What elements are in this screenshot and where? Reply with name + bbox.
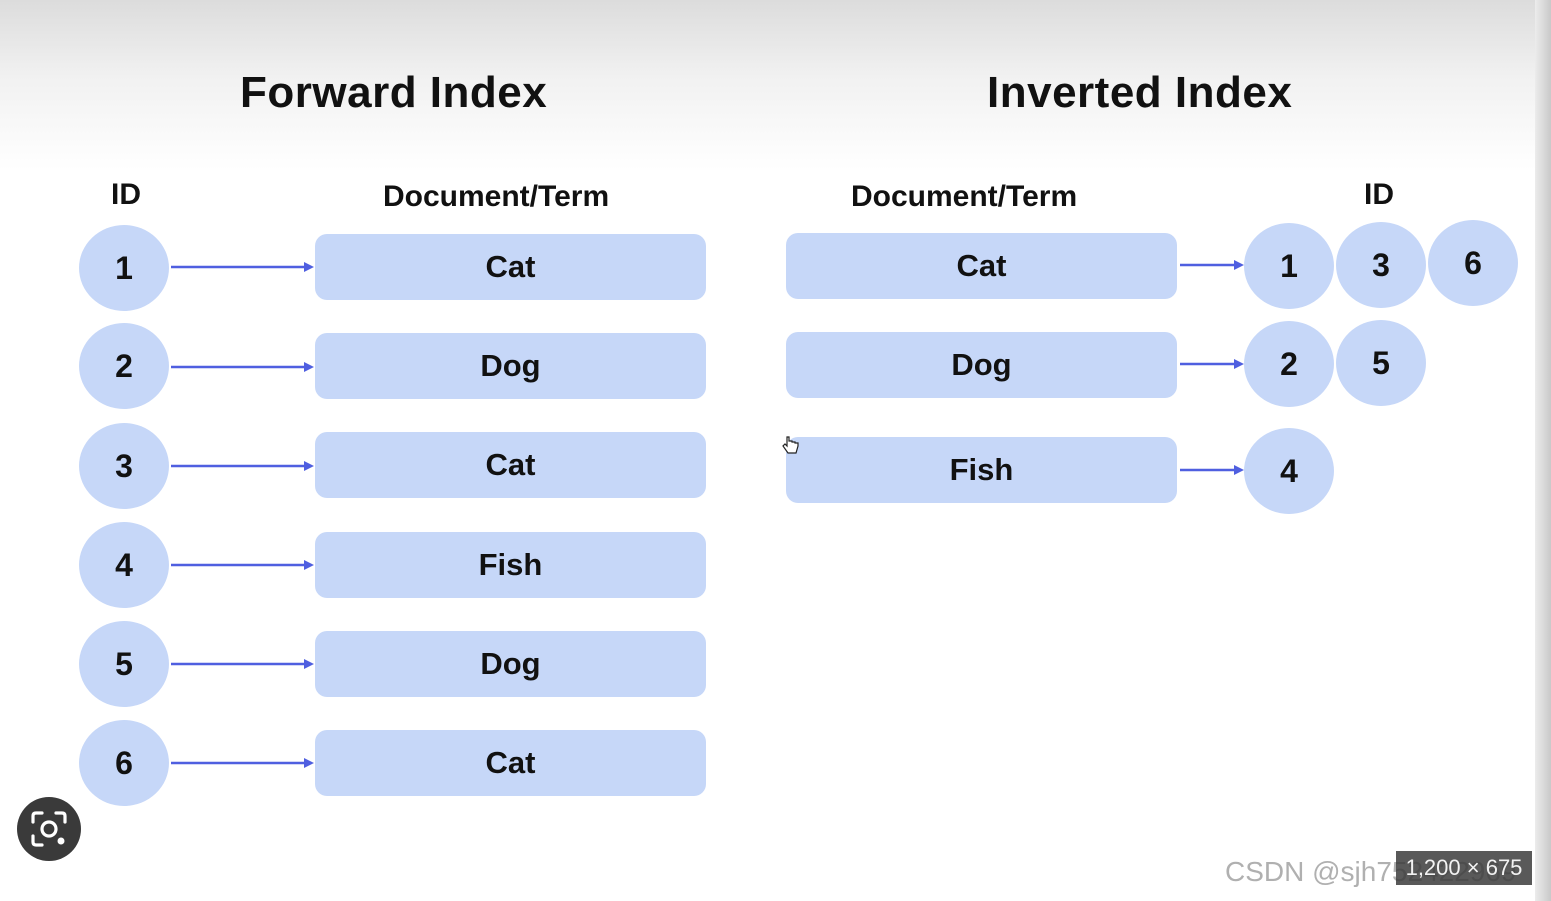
inverted-id-node: 3	[1336, 222, 1426, 308]
forward-term-node: Dog	[315, 333, 706, 399]
forward-id-node: 4	[79, 522, 169, 608]
forward-term-node: Cat	[315, 730, 706, 796]
forward-term-node: Cat	[315, 234, 706, 300]
inverted-id-node: 1	[1244, 223, 1334, 309]
inverted-id-node: 5	[1336, 320, 1426, 406]
forward-id-node: 2	[79, 323, 169, 409]
image-size-badge: 1,200 × 675	[1396, 851, 1532, 885]
arrow-icon	[1180, 464, 1244, 476]
inverted-term-node: Fish	[786, 437, 1177, 503]
inverted-term-node: Cat	[786, 233, 1177, 299]
inverted-term-header: Document/Term	[851, 180, 1078, 213]
arrow-icon	[1180, 358, 1244, 370]
inverted-id-node: 2	[1244, 321, 1334, 407]
forward-term-node: Fish	[315, 532, 706, 598]
inverted-id-node: 6	[1428, 220, 1518, 306]
arrow-icon	[171, 261, 314, 273]
arrow-icon	[171, 361, 314, 373]
forward-term-node: Cat	[315, 432, 706, 498]
arrow-icon	[171, 559, 314, 571]
forward-index-title: Forward Index	[240, 68, 548, 117]
arrow-icon	[171, 757, 314, 769]
inverted-term-node: Dog	[786, 332, 1177, 398]
forward-id-node: 3	[79, 423, 169, 509]
arrow-icon	[171, 460, 314, 472]
hand-cursor-icon	[782, 435, 800, 460]
forward-id-node: 6	[79, 720, 169, 806]
inverted-index-title: Inverted Index	[987, 68, 1293, 117]
inverted-id-header: ID	[1364, 178, 1394, 211]
inverted-id-node: 4	[1244, 428, 1334, 514]
forward-id-node: 5	[79, 621, 169, 707]
visual-search-icon[interactable]	[17, 797, 81, 861]
arrow-icon	[171, 658, 314, 670]
header-background	[0, 0, 1551, 170]
forward-id-header: ID	[111, 178, 141, 211]
forward-id-node: 1	[79, 225, 169, 311]
forward-term-node: Dog	[315, 631, 706, 697]
scroll-edge	[1535, 0, 1551, 901]
forward-term-header: Document/Term	[383, 180, 610, 213]
arrow-icon	[1180, 259, 1244, 271]
